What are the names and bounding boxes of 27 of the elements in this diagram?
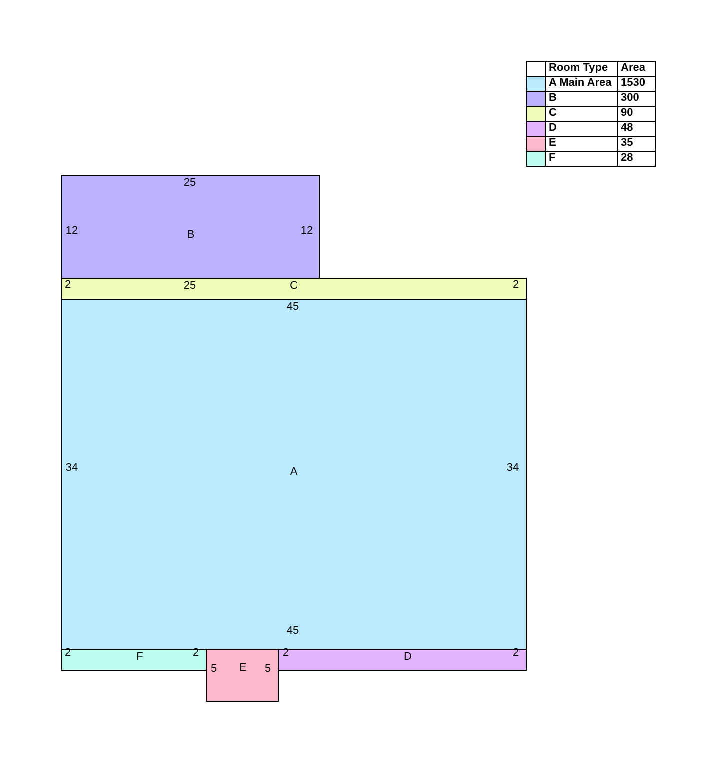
dimension-label: 5 [264,663,272,675]
room-area [61,278,527,300]
dimension-label: 12 [66,225,78,237]
dimension-label: 45 [286,625,300,637]
room-area [61,649,207,671]
dimension-label: 34 [66,462,78,474]
dimension-label: 45 [286,301,300,313]
table-header: Area [617,61,656,77]
room-label: E [239,662,247,674]
room-label: D [404,651,412,663]
dimension-label: 2 [64,279,72,291]
dimension-label: 5 [210,663,218,675]
room-area [278,649,527,671]
room-label: C [290,280,298,292]
room-area [206,649,279,702]
room-area [61,175,320,279]
room-label: A [290,466,298,478]
table-cell: 28 [617,151,656,167]
dimension-label: 12 [300,225,314,237]
room-area [61,299,527,650]
dimension-label: 25 [184,280,196,292]
room-label: F [136,651,144,663]
dimension-label: 34 [506,462,520,474]
legend-label: F [545,151,618,167]
dimension-label: 25 [184,177,196,189]
room-label: B [187,229,195,241]
dimension-label: 2 [512,279,520,291]
